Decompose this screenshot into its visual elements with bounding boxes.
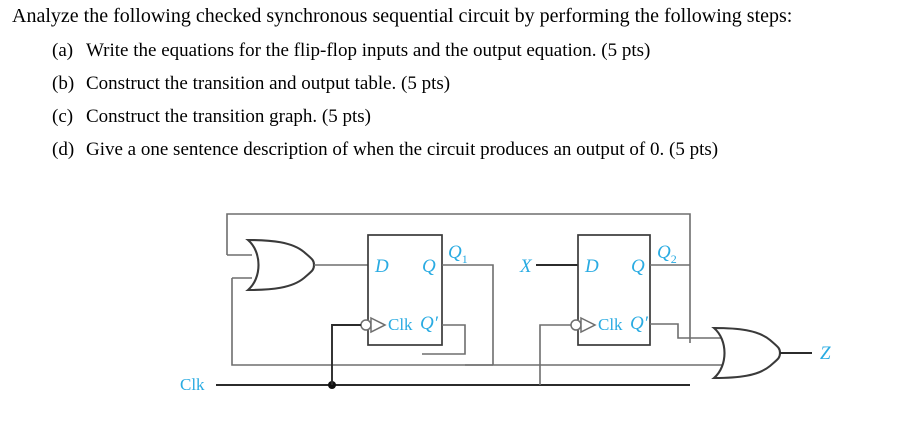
flip-flop-2-clk-bubble-icon: [570, 319, 582, 331]
list-item: (d) Give a one sentence description of w…: [52, 139, 902, 161]
list-item: (a) Write the equations for the flip-flo…: [52, 40, 902, 62]
signal-label-q2: Q2: [657, 242, 677, 266]
list-item-tag: (d): [52, 139, 75, 160]
flip-flop-1-q-label: Q: [422, 256, 436, 277]
signal-label-q1: Q1: [448, 242, 468, 266]
flip-flop-2-qbar-label: Q′: [630, 313, 649, 334]
wire-q2-feedback-top-bus: [226, 213, 691, 343]
list-item: (c) Construct the transition graph. (5 p…: [52, 106, 902, 128]
list-item-text: Give a one sentence description of when …: [86, 139, 719, 160]
list-item-tag: (b): [52, 73, 75, 94]
wire-clk-to-ff2: [539, 324, 571, 385]
circuit-diagram: D Q Clk Q′ Q1 Clk X D Q Clk Q′ Q2 Z: [0, 196, 910, 429]
flip-flop-2-q-label: Q: [631, 256, 645, 277]
prompt-steps-list: (a) Write the equations for the flip-flo…: [52, 40, 902, 172]
flip-flop-2-clk-label: Clk: [598, 315, 623, 334]
flip-flop-2-d-label: D: [584, 256, 599, 277]
flip-flop-2-clk-triangle-icon: [580, 316, 597, 334]
or-gate-input: [245, 238, 316, 292]
list-item-text: Construct the transition graph. (5 pts): [86, 106, 371, 127]
list-item-text: Write the equations for the flip-flop in…: [86, 40, 651, 61]
list-item: (b) Construct the transition and output …: [52, 73, 902, 95]
list-item-tag: (c): [52, 106, 74, 127]
wire-q1-output: [442, 264, 494, 365]
flip-flop-1-qbar-label: Q′: [420, 313, 439, 334]
flip-flop-1-clk-bubble-icon: [360, 319, 372, 331]
list-item-text: Construct the transition and output tabl…: [86, 73, 451, 94]
wire-clk-to-ff1: [331, 324, 361, 385]
wire-q1-to-or1-bottom: [231, 278, 493, 366]
signal-label-x: X: [519, 256, 533, 277]
or-gate-output: [711, 326, 782, 380]
wire-q1bar-output: [422, 324, 466, 355]
flip-flop-1-clk-triangle-icon: [370, 316, 387, 334]
signal-label-clk: Clk: [180, 375, 205, 394]
wire-q2bar-to-or2: [650, 323, 722, 339]
flip-flop-1-clk-label: Clk: [388, 315, 413, 334]
prompt-lead-text: Analyze the following checked synchronou…: [12, 5, 793, 27]
signal-label-z: Z: [820, 343, 831, 364]
flip-flop-1-d-label: D: [374, 256, 389, 277]
list-item-tag: (a): [52, 40, 74, 61]
